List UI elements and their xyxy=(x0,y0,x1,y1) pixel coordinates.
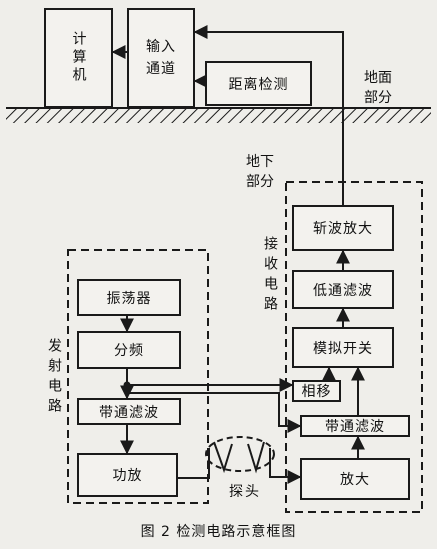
divider-label: 分频 xyxy=(114,343,144,359)
probe-frame xyxy=(205,436,275,472)
underground-part-label: 地下 部分 xyxy=(246,154,274,190)
rx-bandpass-box: 带通滤波 xyxy=(300,415,410,437)
distance-detect-box: 距离检测 xyxy=(205,61,312,106)
computer-box: 计算机 xyxy=(44,8,113,108)
amplify-box: 放大 xyxy=(300,458,410,500)
tx-bandpass-box: 带通滤波 xyxy=(77,398,181,425)
power-amp-label: 功放 xyxy=(112,468,143,484)
input-channel-label-1: 输入 xyxy=(146,39,176,55)
figure-caption: 图 2 检测电路示意框图 xyxy=(140,524,297,540)
wire-poweramp-to-probe xyxy=(178,448,210,479)
wire-chopper-to-input xyxy=(193,25,344,205)
input-channel-label-2: 通道 xyxy=(146,61,176,77)
tx-bandpass-label: 带通滤波 xyxy=(99,404,159,421)
wire-probe-to-amplify xyxy=(269,448,302,484)
ground-part-label: 地面 部分 xyxy=(364,70,392,106)
transmit-circuit-label: 发射电路 xyxy=(46,338,62,418)
junction-dot xyxy=(123,381,131,389)
computer-label: 计算机 xyxy=(70,31,87,85)
probe-antenna xyxy=(213,441,265,474)
lowpass-box: 低通滤波 xyxy=(292,270,394,309)
receive-circuit-frame xyxy=(285,181,423,513)
amplify-label: 放大 xyxy=(340,472,370,488)
rx-bandpass-label: 带通滤波 xyxy=(325,419,385,435)
analog-switch-label: 模拟开关 xyxy=(313,340,373,357)
transmit-circuit-frame xyxy=(67,249,209,504)
phase-shift-label: 相移 xyxy=(301,384,332,400)
phase-shift-box: 相移 xyxy=(292,380,341,402)
oscillator-box: 振荡器 xyxy=(77,279,181,316)
analog-switch-box: 模拟开关 xyxy=(292,327,394,368)
ground-surface xyxy=(6,107,431,123)
receive-circuit-label: 接收电路 xyxy=(262,236,278,316)
wire-ref-to-rx-bandpass xyxy=(127,392,302,433)
power-amp-box: 功放 xyxy=(77,453,178,497)
input-channel-box: 输入 通道 xyxy=(127,8,195,108)
oscillator-label: 振荡器 xyxy=(106,290,152,307)
chopper-amp-label: 斩波放大 xyxy=(313,221,373,237)
distance-detect-label: 距离检测 xyxy=(228,76,289,93)
divider-box: 分频 xyxy=(77,331,181,369)
chopper-amp-box: 斩波放大 xyxy=(292,205,394,251)
probe-label: 探头 xyxy=(229,484,261,500)
lowpass-label: 低通滤波 xyxy=(313,282,373,299)
